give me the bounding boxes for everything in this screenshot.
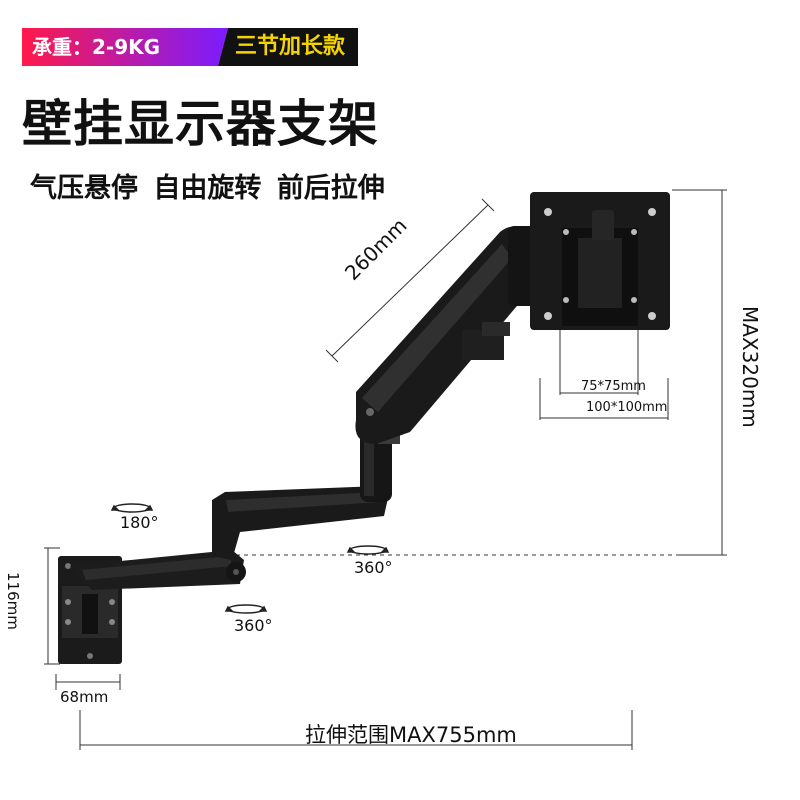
gas-spring-arm: [355, 226, 532, 444]
rotation-180-label: 180°: [120, 513, 159, 532]
load-capacity-label: 承重：2-9KG: [32, 35, 161, 59]
max-height-label: MAX320mm: [738, 306, 762, 428]
feature-free-rotation: 自由旋转: [153, 173, 262, 204]
rotation-360-lower-label: 360°: [234, 616, 273, 635]
load-capacity-badge: 承重：2-9KG 三节加长款: [22, 28, 358, 66]
vesa-100-label: 100*100mm: [586, 400, 668, 415]
dimension-lines: [44, 189, 727, 750]
rotation-arrows: [110, 503, 390, 614]
stretch-range-label: 拉伸范围MAX755mm: [305, 723, 517, 747]
vesa-plate: [530, 192, 670, 330]
lower-arm-segment: [70, 550, 246, 590]
page-title: 壁挂显示器支架: [22, 95, 379, 153]
base-height-label: 116mm: [4, 572, 22, 630]
feature-list: 气压悬停 自由旋转 前后拉伸: [30, 166, 391, 205]
vesa-75-label: 75*75mm: [581, 379, 646, 394]
badge-background: [22, 28, 358, 66]
feature-gas-hover: 气压悬停: [30, 173, 138, 204]
rotation-360-upper-label: 360°: [354, 558, 393, 577]
feature-extension: 前后拉伸: [276, 173, 385, 204]
extension-label: 三节加长款: [234, 34, 345, 59]
base-width-label: 68mm: [60, 688, 109, 706]
